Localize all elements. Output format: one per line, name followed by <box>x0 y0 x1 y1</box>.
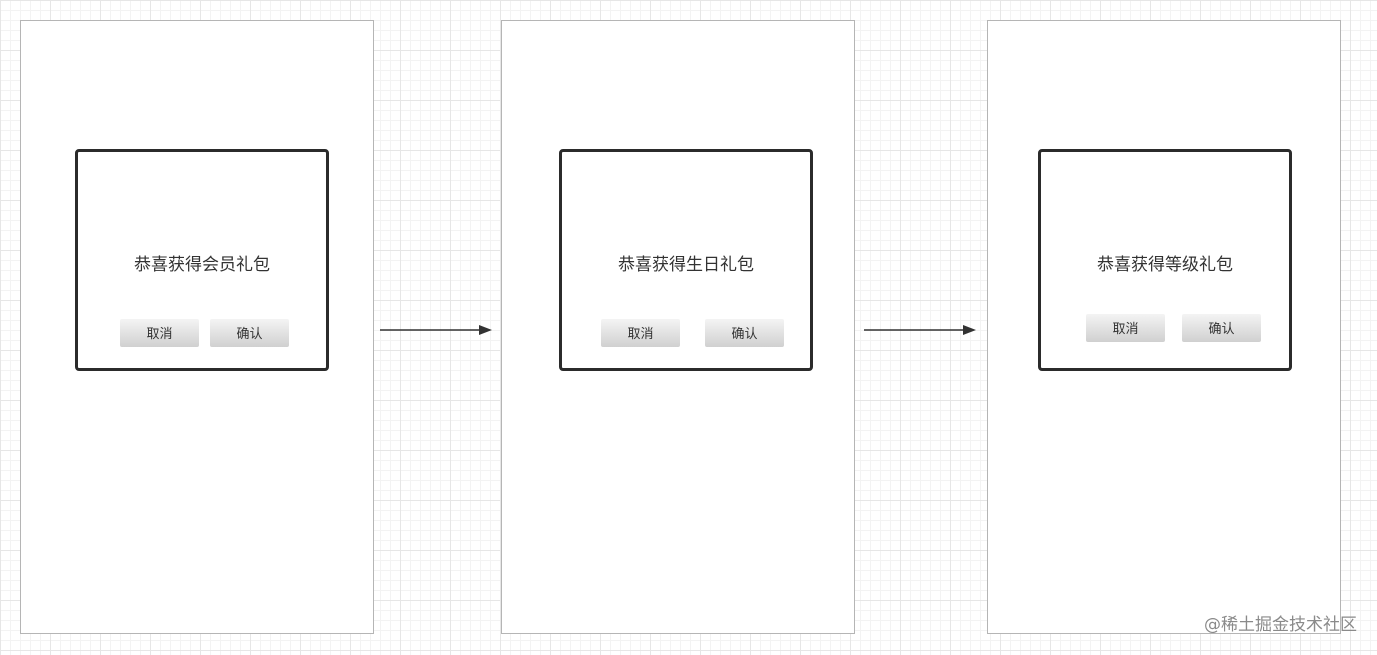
cancel-button[interactable]: 取消 <box>1086 314 1165 342</box>
cancel-button[interactable]: 取消 <box>601 319 680 347</box>
phone-screen-member-gift: 恭喜获得会员礼包 取消 确认 <box>20 20 374 634</box>
phone-screen-level-gift: 恭喜获得等级礼包 取消 确认 <box>987 20 1341 634</box>
flow-arrow-1 <box>380 325 492 335</box>
watermark: @稀土掘金技术社区 <box>1204 615 1357 635</box>
dialog-title: 恭喜获得等级礼包 <box>1097 255 1233 275</box>
cancel-button[interactable]: 取消 <box>120 319 199 347</box>
gift-dialog-member: 恭喜获得会员礼包 取消 确认 <box>75 149 329 371</box>
dialog-title: 恭喜获得会员礼包 <box>134 255 270 275</box>
confirm-button[interactable]: 确认 <box>1182 314 1261 342</box>
confirm-button[interactable]: 确认 <box>705 319 784 347</box>
confirm-button[interactable]: 确认 <box>210 319 289 347</box>
phone-screen-birthday-gift: 恭喜获得生日礼包 取消 确认 <box>501 20 855 634</box>
gift-dialog-birthday: 恭喜获得生日礼包 取消 确认 <box>559 149 813 371</box>
flow-arrow-2 <box>864 325 976 335</box>
gift-dialog-level: 恭喜获得等级礼包 取消 确认 <box>1038 149 1292 371</box>
dialog-title: 恭喜获得生日礼包 <box>618 255 754 275</box>
